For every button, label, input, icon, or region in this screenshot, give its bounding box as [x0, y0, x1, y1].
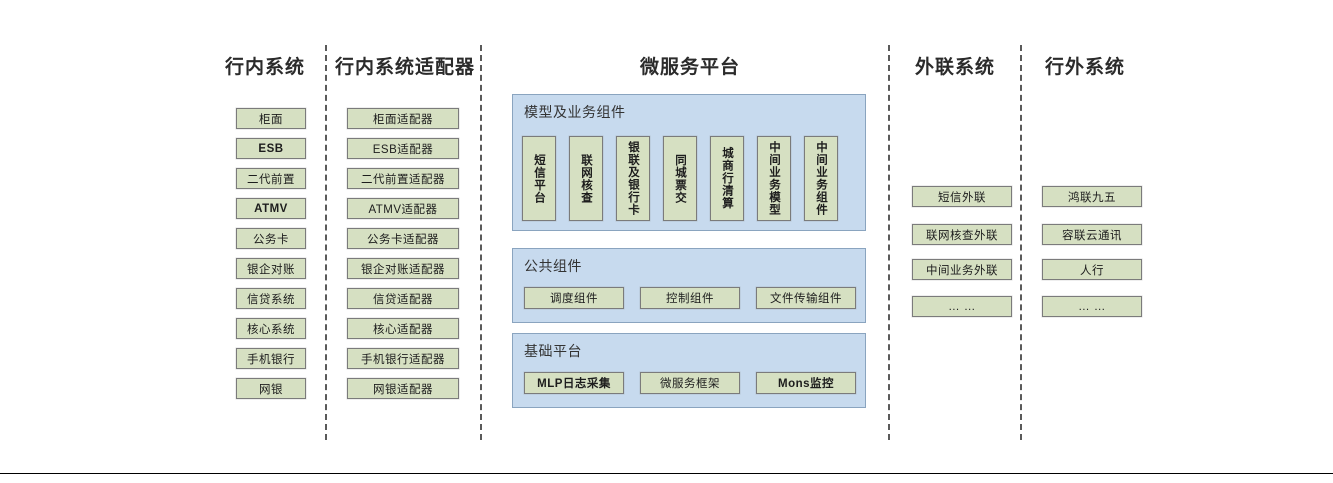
- node-internal-system[interactable]: ATMV: [236, 198, 306, 219]
- node-external-link-system[interactable]: … …: [912, 296, 1012, 317]
- node-internal-adapter[interactable]: 公务卡适配器: [347, 228, 459, 249]
- bottom-rule: [0, 473, 1333, 474]
- node-internal-system[interactable]: ESB: [236, 138, 306, 159]
- node-model-component[interactable]: 中间业务模型: [757, 136, 791, 221]
- node-outside-system[interactable]: 鸿联九五: [1042, 186, 1142, 207]
- node-internal-adapter[interactable]: ATMV适配器: [347, 198, 459, 219]
- node-internal-system[interactable]: 核心系统: [236, 318, 306, 339]
- node-internal-adapter[interactable]: 银企对账适配器: [347, 258, 459, 279]
- divider-3: [888, 45, 890, 440]
- node-internal-adapter[interactable]: 信贷适配器: [347, 288, 459, 309]
- node-internal-system[interactable]: 网银: [236, 378, 306, 399]
- panel-title-public-components: 公共组件: [524, 258, 582, 274]
- node-public-component[interactable]: 文件传输组件: [756, 287, 856, 309]
- node-model-component[interactable]: 同城票交: [663, 136, 697, 221]
- node-internal-system[interactable]: 手机银行: [236, 348, 306, 369]
- divider-2: [480, 45, 482, 440]
- node-external-link-system[interactable]: 联网核查外联: [912, 224, 1012, 245]
- node-base-platform-component[interactable]: Mons监控: [756, 372, 856, 394]
- node-model-component[interactable]: 城商行清算: [710, 136, 744, 221]
- divider-4: [1020, 45, 1022, 440]
- panel-title-base-platform: 基础平台: [524, 343, 582, 359]
- node-internal-system[interactable]: 二代前置: [236, 168, 306, 189]
- node-internal-system[interactable]: 公务卡: [236, 228, 306, 249]
- divider-1: [325, 45, 327, 440]
- column-title-microservice-platform: 微服务平台: [639, 57, 740, 78]
- node-model-component[interactable]: 联网核查: [569, 136, 603, 221]
- node-internal-adapter[interactable]: 核心适配器: [347, 318, 459, 339]
- column-title-internal-systems: 行内系统: [224, 57, 305, 78]
- node-internal-adapter[interactable]: 网银适配器: [347, 378, 459, 399]
- node-public-component[interactable]: 控制组件: [640, 287, 740, 309]
- node-outside-system[interactable]: 人行: [1042, 259, 1142, 280]
- node-base-platform-component[interactable]: 微服务框架: [640, 372, 740, 394]
- node-internal-adapter[interactable]: ESB适配器: [347, 138, 459, 159]
- node-internal-adapter[interactable]: 柜面适配器: [347, 108, 459, 129]
- column-title-external-link-systems: 外联系统: [914, 57, 995, 78]
- node-external-link-system[interactable]: 中间业务外联: [912, 259, 1012, 280]
- node-model-component[interactable]: 中间业务组件: [804, 136, 838, 221]
- node-external-link-system[interactable]: 短信外联: [912, 186, 1012, 207]
- node-internal-system[interactable]: 信贷系统: [236, 288, 306, 309]
- panel-title-model-business-components: 模型及业务组件: [524, 104, 626, 120]
- node-internal-system[interactable]: 银企对账: [236, 258, 306, 279]
- node-model-component[interactable]: 银联及银行卡: [616, 136, 650, 221]
- node-outside-system[interactable]: 容联云通讯: [1042, 224, 1142, 245]
- column-title-internal-adapters: 行内系统适配器: [334, 57, 475, 78]
- column-title-outside-systems: 行外系统: [1044, 57, 1125, 78]
- panel-public-components: [512, 248, 866, 323]
- node-base-platform-component[interactable]: MLP日志采集: [524, 372, 624, 394]
- node-internal-system[interactable]: 柜面: [236, 108, 306, 129]
- panel-base-platform: [512, 333, 866, 408]
- node-internal-adapter[interactable]: 手机银行适配器: [347, 348, 459, 369]
- node-outside-system[interactable]: … …: [1042, 296, 1142, 317]
- node-model-component[interactable]: 短信平台: [522, 136, 556, 221]
- node-public-component[interactable]: 调度组件: [524, 287, 624, 309]
- node-internal-adapter[interactable]: 二代前置适配器: [347, 168, 459, 189]
